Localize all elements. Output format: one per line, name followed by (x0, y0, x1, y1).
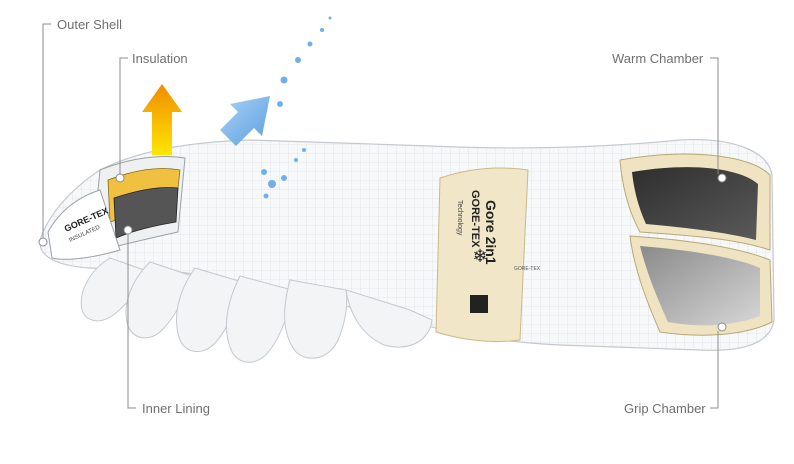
callout-outer-shell: Outer Shell (57, 17, 123, 32)
cuff-chambers (619, 153, 773, 336)
callout-insulation: Insulation (132, 51, 188, 66)
grip-chamber-leader (710, 331, 719, 409)
insulation-leader (119, 57, 128, 174)
outer-shell-leader (42, 23, 51, 238)
fingertip-cutaway: GORE-TEX INSULATED (47, 156, 186, 260)
outer-shell-marker (38, 237, 48, 247)
band-product-text: Gore 2in1 (483, 200, 499, 265)
band-brand-text: GORE-TEX (469, 190, 481, 248)
snowflake-icon: ❄ (472, 246, 487, 267)
wrist-band: GORE-TEX Gore 2in1 Technology ❄ GORE-TEX (435, 167, 541, 343)
leader-lines (42, 23, 719, 409)
callout-warm-chamber: Warm Chamber (612, 51, 704, 66)
callout-grip-chamber: Grip Chamber (624, 401, 706, 416)
insulation-marker (115, 173, 125, 183)
water-repel-icon (220, 16, 332, 199)
gore-badge-icon (470, 295, 488, 313)
callout-inner-lining: Inner Lining (142, 401, 210, 416)
band-sub-text: Technology (456, 200, 463, 236)
inner-lining-leader (127, 234, 136, 409)
vapor-arrow-icon (142, 84, 182, 155)
band-tag-text: GORE-TEX (514, 266, 541, 272)
glove-shape (39, 138, 775, 363)
warm-chamber-leader (710, 57, 719, 174)
inner-lining-marker (123, 225, 133, 235)
